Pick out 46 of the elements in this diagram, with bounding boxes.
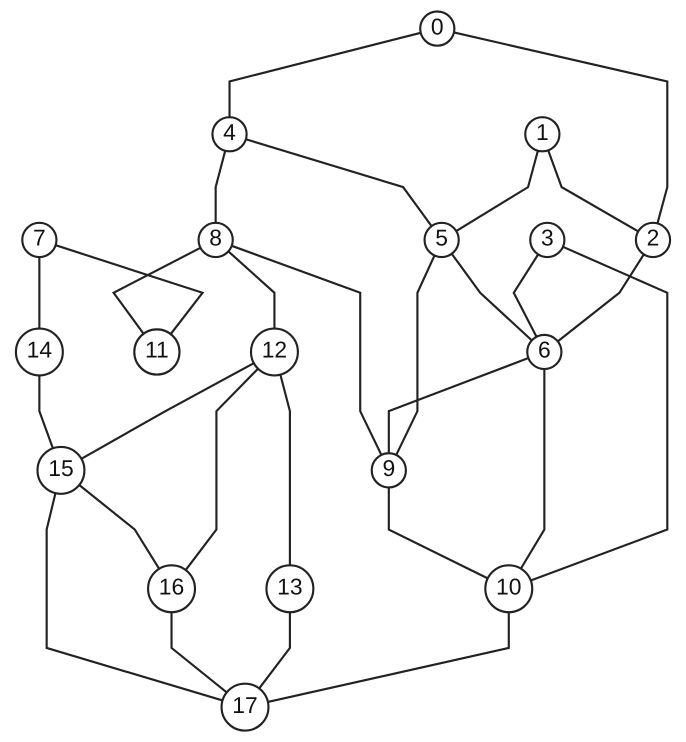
node-circle: 7 (21, 222, 58, 258)
node-circle: 12 (250, 327, 299, 376)
connector (231, 244, 382, 456)
node-circle: 16 (147, 564, 196, 614)
connector (395, 255, 436, 456)
node-circle: 5 (423, 222, 460, 258)
node-circle: 17 (220, 682, 270, 732)
connector (388, 357, 529, 454)
node-circle: 2 (634, 222, 672, 258)
node-circle: 10 (484, 564, 534, 614)
connector (246, 138, 432, 227)
connector (557, 254, 645, 342)
connector (46, 492, 223, 702)
connector (530, 246, 668, 582)
node-circle: 4 (211, 116, 248, 152)
connector (80, 362, 254, 460)
node-circle: 9 (370, 452, 407, 489)
connector (214, 150, 226, 223)
connector (112, 246, 201, 334)
connector (520, 369, 546, 570)
connector (170, 612, 228, 694)
node-circle: 14 (14, 327, 64, 376)
node-circle: 0 (419, 10, 456, 47)
connector (454, 31, 668, 224)
connector (228, 32, 421, 118)
connector (388, 487, 488, 580)
connector (38, 375, 54, 449)
node-circle: 6 (526, 334, 563, 370)
node-circle: 3 (529, 222, 566, 258)
node-circle: 8 (198, 222, 234, 258)
node-circle: 13 (265, 564, 314, 614)
connector (268, 612, 510, 704)
connector (258, 612, 291, 690)
node-circle: 1 (524, 116, 561, 152)
connector (450, 253, 533, 342)
connector (228, 250, 276, 329)
connector (38, 257, 40, 329)
connector (55, 244, 204, 335)
connector (78, 484, 160, 570)
connector (456, 150, 539, 232)
connector (184, 368, 259, 571)
connector (547, 150, 639, 232)
connector (512, 254, 540, 338)
node-circle: 11 (133, 328, 181, 376)
node-circle: 15 (36, 446, 86, 495)
connector (279, 374, 291, 566)
